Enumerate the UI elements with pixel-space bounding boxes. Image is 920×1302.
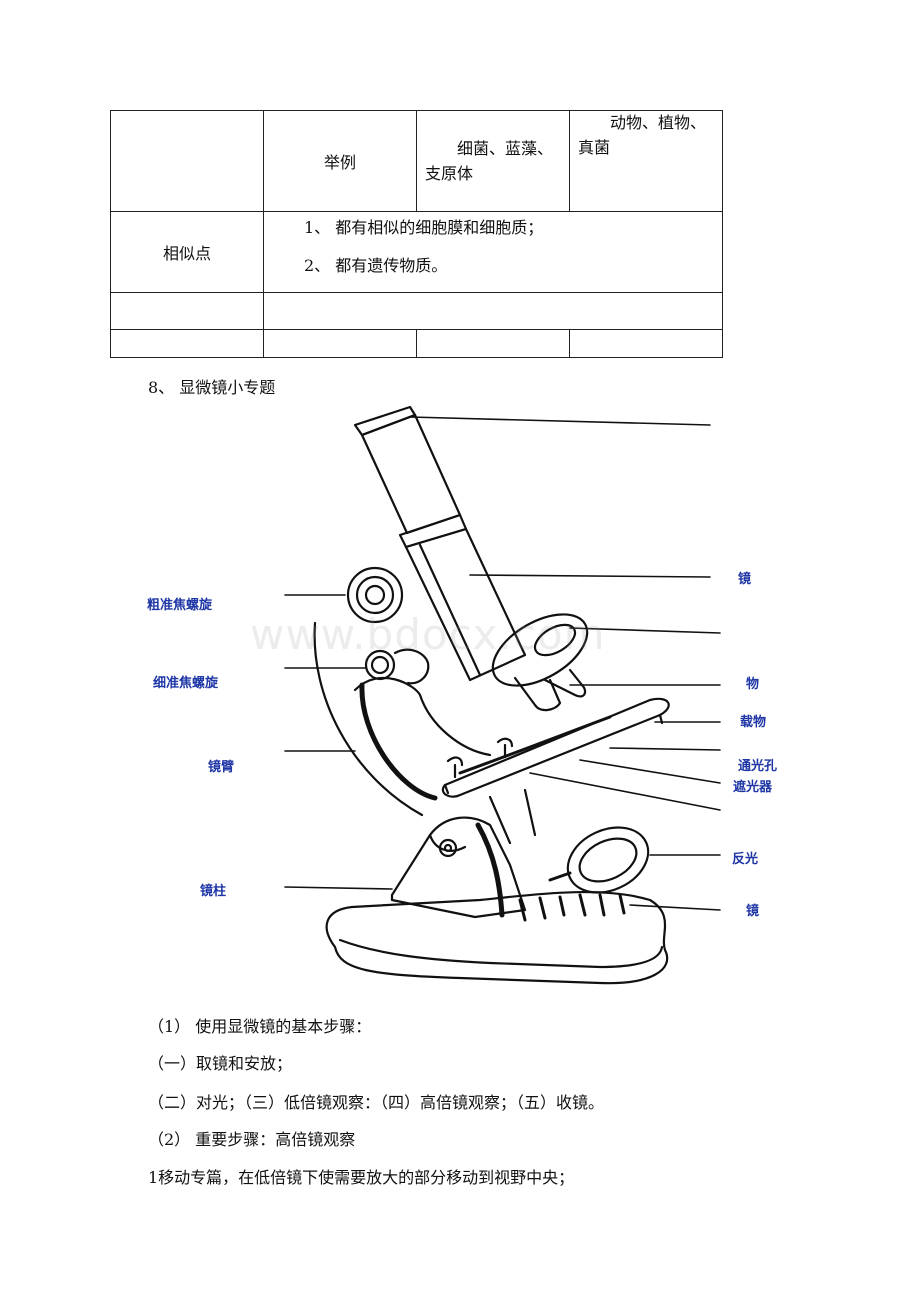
table-cell-example-label: 举例 (263, 110, 417, 212)
label-diaphragm: 遮光器 (733, 780, 773, 795)
paragraph: （一）取镜和安放； (148, 1054, 293, 1073)
table-cell-similarity-label: 相似点 (110, 211, 264, 293)
label-aperture: 通光孔 (738, 759, 778, 774)
microscope-drawing (284, 405, 721, 985)
paragraph: （2） 重要步骤：高倍镜观察 (148, 1130, 356, 1149)
table-cell-prokaryote-example: 细菌、蓝藻、支原体 (416, 110, 570, 212)
table-row-blank (110, 329, 723, 358)
label-mirror-1: 镜 (738, 572, 752, 587)
label-arm: 镜臂 (208, 760, 235, 775)
microscope-figure (130, 395, 790, 1000)
label-fine-focus: 细准焦螺旋 (153, 676, 219, 691)
label-reflector: 反光 (732, 852, 759, 867)
table-cell-eukaryote-example: 动物、植物、真菌 (569, 110, 723, 212)
table-cell-empty (263, 329, 417, 358)
paragraph: （二）对光；（三）低倍镜观察：（四）高倍镜观察；（五）收镜。 (148, 1093, 605, 1112)
similarity-item: 1、 都有相似的细胞膜和细胞质； (304, 218, 544, 237)
table-row-similarity: 相似点 1、 都有相似的细胞膜和细胞质； 2、 都有遗传物质。 (110, 211, 723, 293)
table-cell-empty (110, 292, 264, 330)
table-cell-empty (416, 329, 570, 358)
prokaryote-example-text: 细菌、蓝藻、支原体 (425, 139, 554, 183)
label-pillar: 镜柱 (200, 884, 227, 899)
label-coarse-focus: 粗准焦螺旋 (147, 598, 213, 613)
table-cell-empty (110, 110, 264, 212)
table-row-blank (110, 292, 723, 330)
table-cell-similarity-list: 1、 都有相似的细胞膜和细胞质； 2、 都有遗传物质。 (263, 211, 723, 293)
table-cell-empty (110, 329, 264, 358)
label-stage: 载物 (740, 715, 767, 730)
watermark: www.bdocx.com (250, 610, 606, 659)
section-title: 8、 显微镜小专题 (148, 378, 276, 397)
similarity-item: 2、 都有遗传物质。 (304, 256, 448, 275)
table-cell-empty (569, 329, 723, 358)
eukaryote-example-text: 动物、植物、真菌 (578, 113, 707, 157)
table-cell-empty (263, 292, 723, 330)
paragraph: 1移动专篇，在低倍镜下使需要放大的部分移动到视野中央； (148, 1168, 575, 1187)
table-row-example: 举例 细菌、蓝藻、支原体 动物、植物、真菌 (110, 110, 723, 212)
label-objective: 物 (746, 677, 760, 692)
paragraph: （1） 使用显微镜的基本步骤： (148, 1017, 372, 1036)
comparison-table: 举例 细菌、蓝藻、支原体 动物、植物、真菌 相似点 1、 都有相似的细胞膜和细胞… (110, 110, 723, 358)
label-mirror-2: 镜 (746, 904, 760, 919)
